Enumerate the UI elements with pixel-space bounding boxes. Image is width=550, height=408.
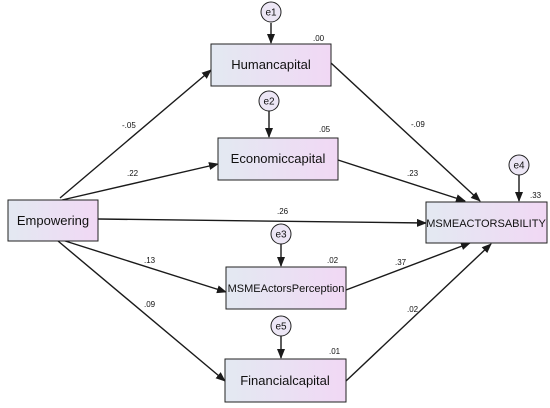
coef-perception-sustainability: .37 <box>395 258 407 267</box>
node-empowering-label: Empowering <box>17 213 89 228</box>
rsq-humancapital: .00 <box>313 34 325 43</box>
node-sustainability-label: MSMEACTORSABILITY <box>426 218 546 230</box>
error-e4-label: e4 <box>513 161 525 172</box>
node-economiccapital: Economiccapital <box>217 137 339 181</box>
error-e1: e1 <box>260 1 282 23</box>
rsq-perception: .02 <box>327 256 339 265</box>
error-e1-label: e1 <box>265 8 277 19</box>
coef-empowering-humancapital: -.05 <box>122 121 136 130</box>
error-e3: e3 <box>270 223 292 245</box>
coef-humancapital-sustainability: -.09 <box>411 120 425 129</box>
node-economiccapital-label: Economiccapital <box>231 151 326 166</box>
path-perception-sustainability <box>345 242 471 291</box>
node-financialcapital-label: Financialcapital <box>240 373 330 388</box>
node-perception: MSMEActorsPerception <box>225 266 347 310</box>
error-e2: e2 <box>258 90 280 112</box>
node-empowering: Empowering <box>7 199 99 242</box>
node-perception-label: MSMEActorsPerception <box>228 283 345 295</box>
path-humancapital-sustainability <box>330 62 481 202</box>
path-empowering-sustainability <box>97 218 427 227</box>
path-economiccapital-sustainability <box>337 159 466 203</box>
path-financialcapital-sustainability <box>345 243 492 382</box>
rsq-economiccapital: .05 <box>319 125 331 134</box>
path-empowering-humancapital <box>59 69 212 199</box>
coef-empowering-economiccapital: .22 <box>127 169 139 178</box>
error-e3-label: e3 <box>275 230 287 241</box>
coef-financialcapital-sustainability: .02 <box>407 305 419 314</box>
error-e5: e5 <box>270 315 292 337</box>
coef-empowering-perception: .13 <box>144 256 156 265</box>
node-humancapital-label: Humancapital <box>231 57 311 72</box>
path-empowering-economiccapital <box>61 162 219 201</box>
node-financialcapital: Financialcapital <box>224 358 347 403</box>
coef-empowering-sustainability: .26 <box>277 207 289 216</box>
rsq-sustainability: .33 <box>530 191 542 200</box>
error-e5-label: e5 <box>275 322 287 333</box>
node-humancapital: Humancapital <box>210 43 332 87</box>
node-sustainability: MSMEACTORSABILITY <box>425 201 548 244</box>
error-e2-label: e2 <box>263 97 275 108</box>
coef-economiccapital-sustainability: .23 <box>407 169 419 178</box>
rsq-financialcapital: .01 <box>329 347 341 356</box>
error-e4: e4 <box>508 154 530 176</box>
path-empowering-financialcapital <box>57 240 226 382</box>
coef-empowering-financialcapital: .09 <box>144 300 156 309</box>
path-empowering-perception <box>61 239 227 294</box>
